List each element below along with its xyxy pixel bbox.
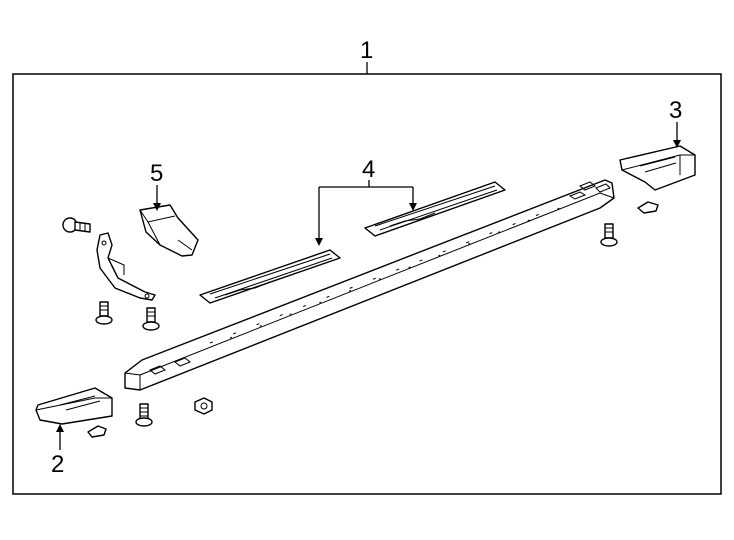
running-board-rail[interactable] bbox=[124, 179, 615, 391]
mounting-bracket[interactable] bbox=[96, 232, 156, 301]
front-end-cap[interactable] bbox=[35, 387, 113, 425]
callout-4-bracket bbox=[319, 180, 413, 188]
bracket-bolt-top[interactable] bbox=[62, 217, 91, 233]
bracket-bolt-right[interactable] bbox=[142, 307, 160, 331]
hex-nut[interactable] bbox=[194, 397, 213, 415]
rear-end-cap[interactable] bbox=[619, 145, 696, 191]
callout-3[interactable]: 3 bbox=[669, 97, 682, 124]
step-pad-rear[interactable] bbox=[364, 181, 506, 237]
callout-2[interactable]: 2 bbox=[51, 451, 64, 478]
callout-1[interactable]: 1 bbox=[360, 37, 373, 64]
callout-4[interactable]: 4 bbox=[362, 156, 375, 183]
rear-bolt[interactable] bbox=[600, 223, 618, 247]
step-pad-front[interactable] bbox=[199, 249, 341, 304]
callout-5[interactable]: 5 bbox=[150, 160, 163, 187]
rear-clip[interactable] bbox=[637, 201, 659, 214]
front-bolt[interactable] bbox=[135, 403, 153, 427]
front-clip[interactable] bbox=[87, 425, 107, 438]
bracket-bolt-left[interactable] bbox=[95, 301, 113, 325]
bracket-cover[interactable] bbox=[139, 204, 199, 257]
